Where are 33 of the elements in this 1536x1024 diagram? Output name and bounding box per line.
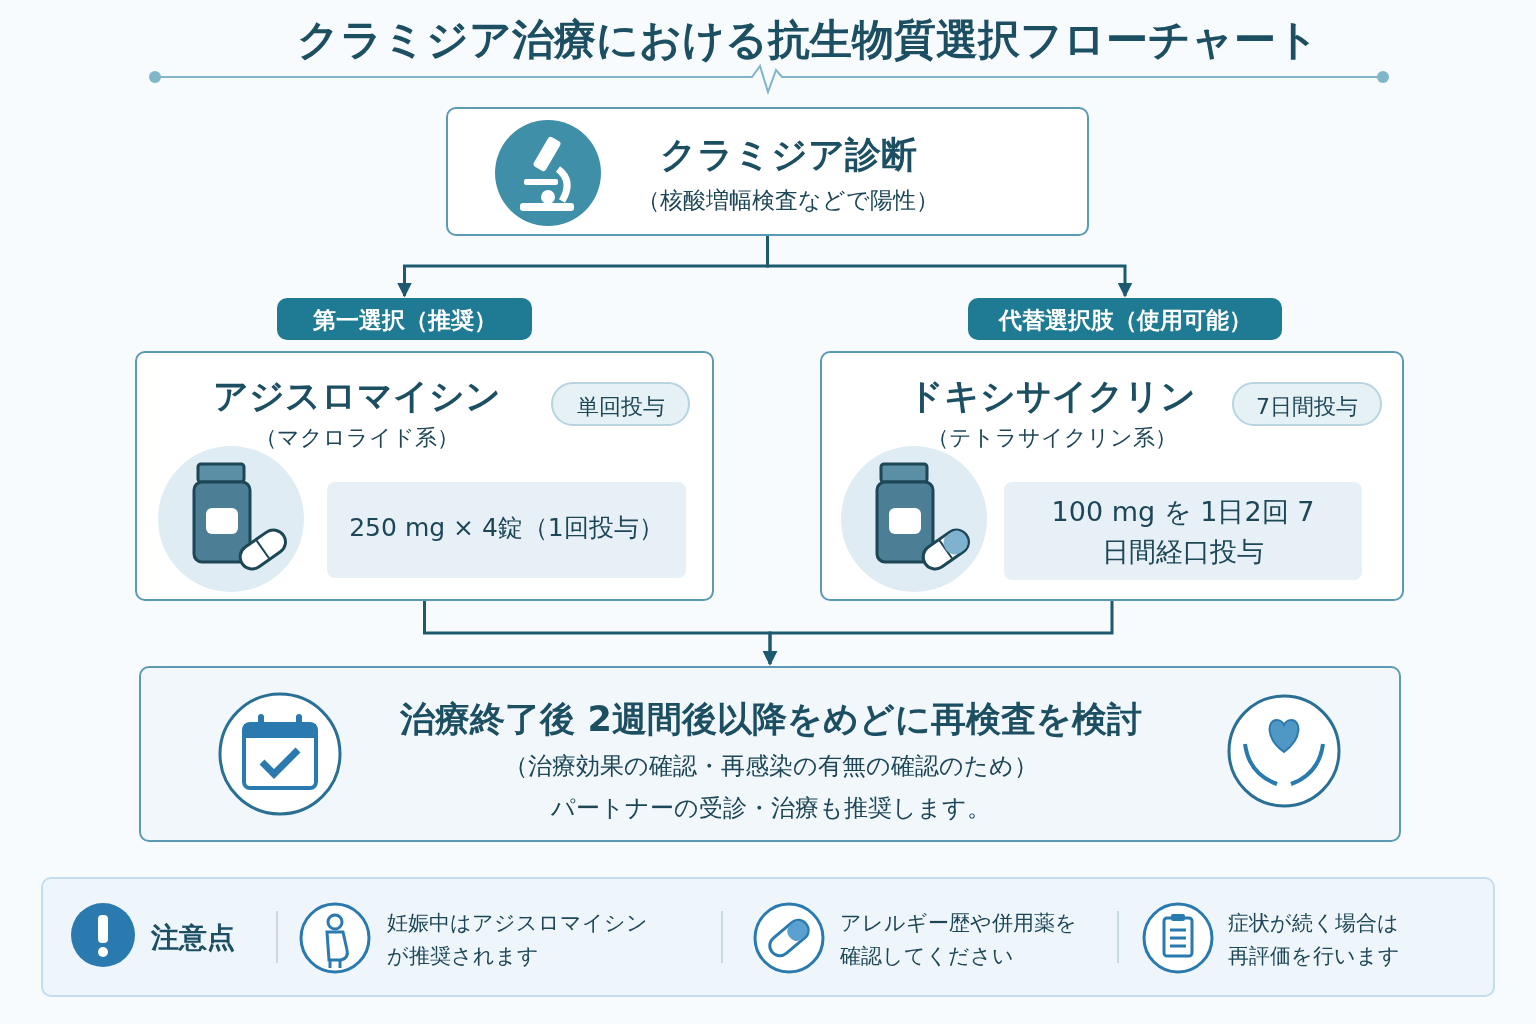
arrow: [766, 236, 1133, 298]
diagnosis-box: [446, 107, 1089, 236]
drug-class: （テトラサイクリン系）: [926, 424, 1178, 452]
duration-badge: [551, 382, 690, 426]
dose-box: [1004, 482, 1362, 580]
subheading: （核酸増幅検査などで陽性）: [636, 186, 940, 215]
note-text: 妊娠中はアジスロマイシンが推奨されます: [387, 910, 649, 970]
badge-label: 7日間投与: [1255, 393, 1359, 421]
title: クラミジア治療における抗生物質選択フローチャート: [296, 14, 1320, 66]
dose-text: 250 mg × 4錠（1回投与）: [348, 512, 665, 544]
caution-heading: 注意点: [151, 920, 235, 956]
tag-label: 第一選択（推奨）: [311, 306, 498, 335]
caution-panel: [41, 877, 1495, 997]
note-text: パートナーの受診・治療も推奨します。: [550, 793, 992, 824]
duration-badge: [1232, 382, 1382, 426]
arrow: [762, 601, 1114, 666]
note-text: 症状が続く場合は再評価を行います: [1228, 910, 1401, 970]
drug-class: （マクロライド系）: [254, 424, 460, 452]
drug-box: [135, 351, 714, 601]
note-text: （治療効果の確認・再感染の有無の確認のため）: [503, 751, 1039, 782]
heading: クラミジア診断: [658, 133, 918, 177]
tag-label: 代替選択肢（使用可能）: [997, 306, 1253, 335]
drug-name: ドキシサイクリン: [907, 375, 1197, 418]
drug-name: アジスロマイシン: [212, 375, 502, 418]
badge-label: 単回投与: [575, 393, 666, 421]
follow-up-box: [139, 666, 1401, 842]
choice-tag: [277, 298, 532, 340]
dose-box: [327, 482, 686, 578]
drug-box: [820, 351, 1404, 601]
heading: 治療終了後 2週間後以降をめどに再検査を検討: [399, 698, 1143, 741]
choice-tag: [968, 298, 1282, 340]
dose-text: 100 mg を 1日2回 7日間経口投与: [1050, 495, 1316, 569]
note-text: アレルギー歴や併用薬を確認してください: [840, 910, 1078, 970]
